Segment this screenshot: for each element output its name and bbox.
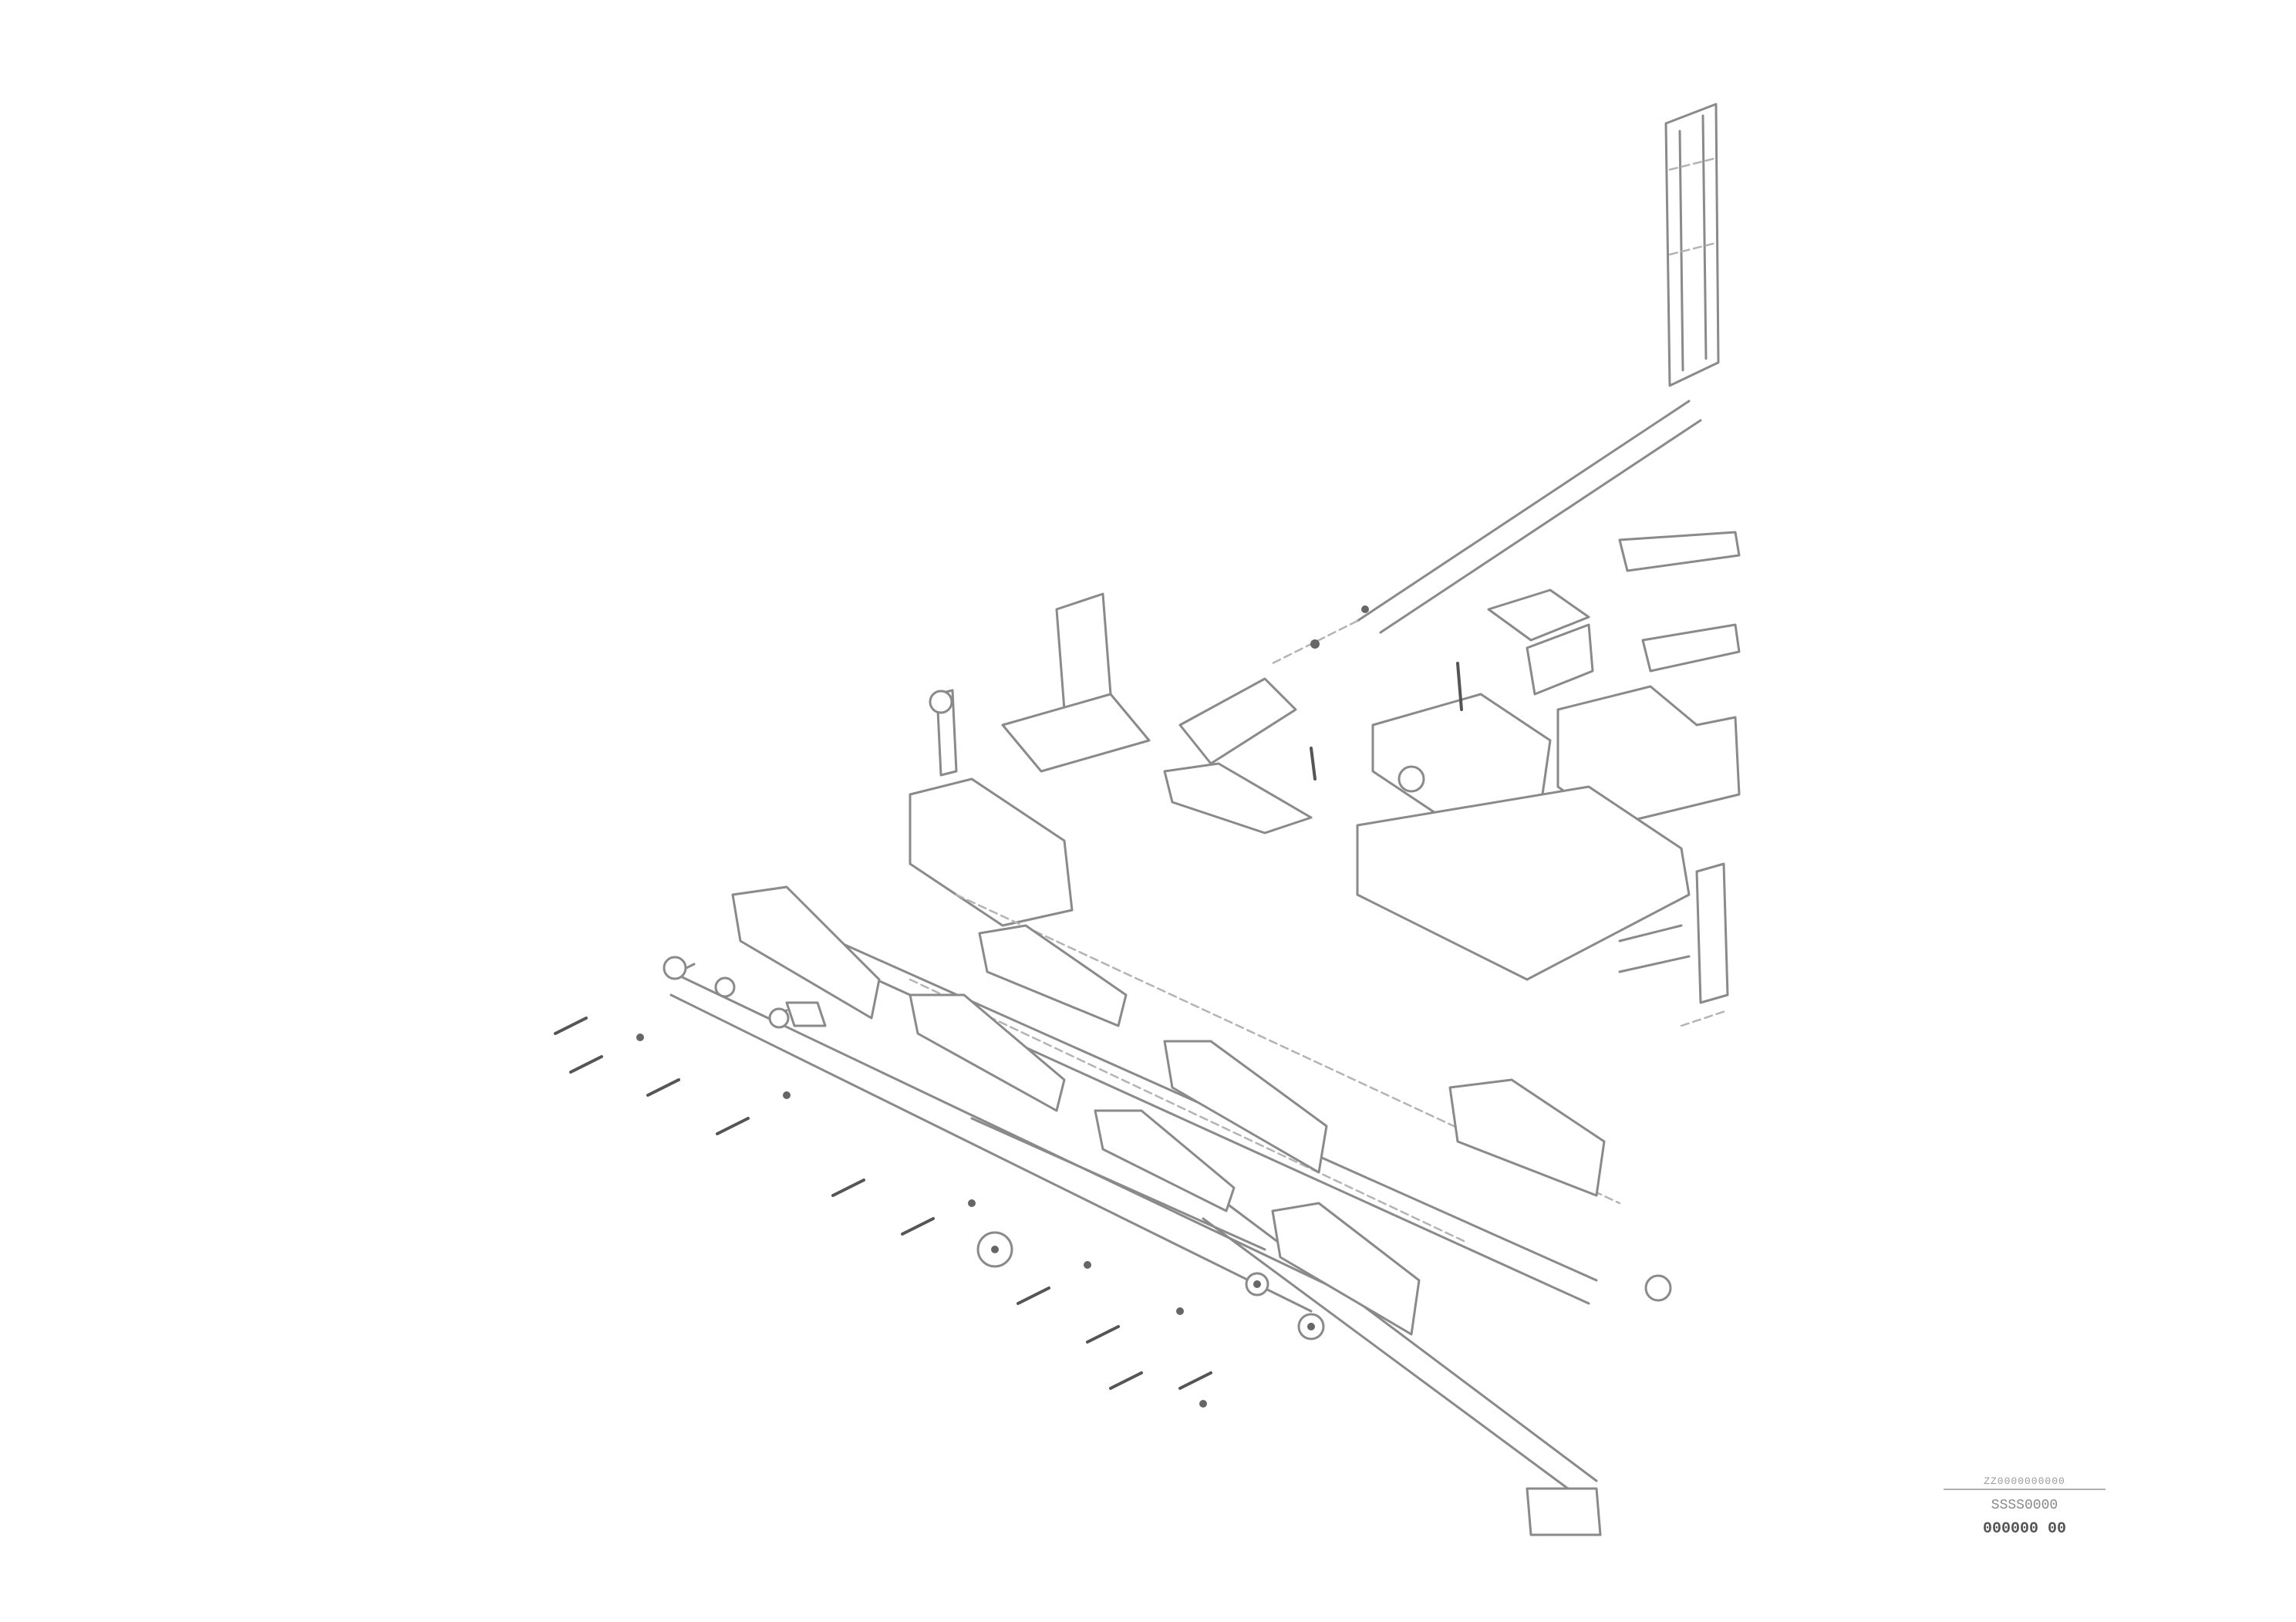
fastener-washers <box>636 690 1672 1408</box>
drawing-reference-block: ZZ0000000000 SSSS0000 000000 00 <box>1944 1475 2106 1538</box>
mid-row-blocks <box>731 885 1606 1336</box>
fastener-bolts <box>554 963 1212 1390</box>
upper-left-brackets <box>909 592 1313 927</box>
right-bracket-cluster <box>1310 531 1741 1027</box>
reference-figure-code: 000000 00 <box>1982 1520 2067 1538</box>
reference-part-id: SSSS0000 <box>1991 1498 2058 1513</box>
vertical-support-post <box>1664 103 1720 387</box>
diagonal-arm <box>1271 400 1702 665</box>
central-rails <box>669 893 1621 1536</box>
reference-top-code: ZZ0000000000 <box>1944 1475 2106 1490</box>
